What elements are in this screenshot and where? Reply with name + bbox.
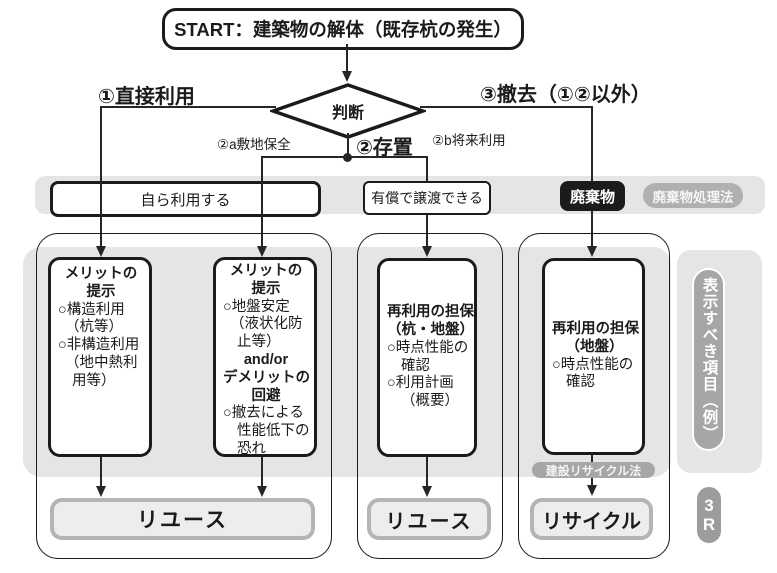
box-line: 再利用の担保 <box>387 304 474 321</box>
box-line: ○時点性能の <box>552 356 634 373</box>
display-items-badge: 表示すべき項目（例） <box>692 268 725 451</box>
arrow-down-icon <box>342 71 352 82</box>
connector-line <box>261 457 263 490</box>
container-waste <box>518 233 670 559</box>
waste-law-label: 廃棄物処理法 <box>652 189 734 205</box>
branch2-stem-line <box>347 133 349 158</box>
arrow-down-icon <box>96 246 106 257</box>
outcome-label: リサイクル <box>542 510 641 533</box>
start-to-decision-line <box>346 44 348 74</box>
box-line: 確認 <box>566 374 595 391</box>
recycle-law-badge: 建設リサイクル法 <box>532 462 655 478</box>
three-r-top: 3 <box>704 496 714 515</box>
arrow-down-icon <box>96 486 106 497</box>
container-paid-transfer <box>357 233 503 559</box>
waste-law-badge: 廃棄物処理法 <box>643 183 743 208</box>
outcome-reuse-2: リユース <box>367 498 491 540</box>
branch1-h-line <box>101 106 276 108</box>
box-line: 恐れ <box>237 440 266 457</box>
arrow-down-icon <box>422 486 432 497</box>
box-line: 用等） <box>72 372 116 389</box>
connector-line <box>426 457 428 490</box>
box-line: 性能低下の <box>237 423 310 440</box>
box-line: （液状化防 <box>230 316 303 333</box>
container-direct-use <box>36 233 332 559</box>
waste-node: 廃棄物 <box>560 181 625 211</box>
outcome-label: リユース <box>137 509 228 532</box>
connector-line <box>100 457 102 490</box>
outcome-label: リユース <box>385 510 473 533</box>
box-line: （地中熱利 <box>65 354 138 371</box>
outcome-recycle: リサイクル <box>530 498 653 540</box>
arrow-down-icon <box>422 246 432 257</box>
box-line: 止等） <box>237 334 281 351</box>
branch3-label: ③撤去（①②以外） <box>480 84 651 106</box>
arrow-down-icon <box>587 485 597 496</box>
arrow-down-icon <box>257 246 267 257</box>
recycle-law-label: 建設リサイクル法 <box>545 463 642 478</box>
reuse-guarantee-pile-ground-box: 再利用の担保（杭・地盤）○時点性能の確認○利用計画（概要） <box>377 258 477 457</box>
box-line: （概要） <box>401 393 459 410</box>
start-label: START：建築物の解体（既存杭の発生） <box>174 19 512 40</box>
box-line: 回避 <box>251 387 281 404</box>
box-line: ○地盤安定 <box>223 298 290 315</box>
box-line: （地盤） <box>565 338 624 355</box>
direct-use-merit-box: メリットの提示○構造利用（杭等）○非構造利用（地中熱利用等） <box>48 257 152 457</box>
arrow-down-icon <box>587 246 597 257</box>
decision-label: 判断 <box>331 105 364 122</box>
paid-transfer-label: 有償で譲渡できる <box>371 190 483 206</box>
box-line: （杭等） <box>65 319 123 336</box>
branch3-v-line <box>591 106 593 250</box>
branch1-v-line <box>100 106 102 250</box>
self-use-label: 自ら利用する <box>140 191 231 209</box>
box-line: メリットの <box>64 266 138 282</box>
box-line: ○時点性能の <box>387 339 469 356</box>
outcome-reuse-1: リユース <box>50 498 315 540</box>
display-items-label: 表示すべき項目（例） <box>700 277 718 442</box>
reuse-guarantee-ground-box: 再利用の担保（地盤）○時点性能の確認 <box>542 258 645 455</box>
box-line: 再利用の担保 <box>552 320 639 337</box>
branch2a-v-line <box>261 156 263 250</box>
box-line: （杭・地盤） <box>387 321 474 338</box>
branch2b-label: ②b将来利用 <box>432 133 506 148</box>
box-line: ○構造利用 <box>58 301 125 318</box>
box-line: デメリットの <box>223 369 310 386</box>
box-line: ○非構造利用 <box>58 337 140 354</box>
three-r-bottom: R <box>702 515 716 534</box>
box-line: ○利用計画 <box>387 375 454 392</box>
start-node: START：建築物の解体（既存杭の発生） <box>162 8 524 50</box>
box-line: and/or <box>243 351 289 368</box>
box-line: メリットの <box>229 263 303 279</box>
branch2a-label: ②a敷地保全 <box>217 137 291 152</box>
branch3-h-line <box>420 106 592 108</box>
box-line: 提示 <box>86 283 116 300</box>
box-line: 提示 <box>251 280 281 297</box>
box-line: 確認 <box>401 357 430 374</box>
self-use-node: 自ら利用する <box>50 181 321 217</box>
waste-label: 廃棄物 <box>569 188 615 206</box>
paid-transfer-node: 有償で譲渡できる <box>363 181 491 215</box>
box-line: ○撤去による <box>223 405 304 422</box>
branch2-h-line <box>262 156 428 158</box>
branch2-label: ②存置 <box>356 137 413 159</box>
three-r-badge: 3 R <box>697 487 721 543</box>
arrow-down-icon <box>257 486 267 497</box>
branch1-label: ①直接利用 <box>98 86 195 108</box>
